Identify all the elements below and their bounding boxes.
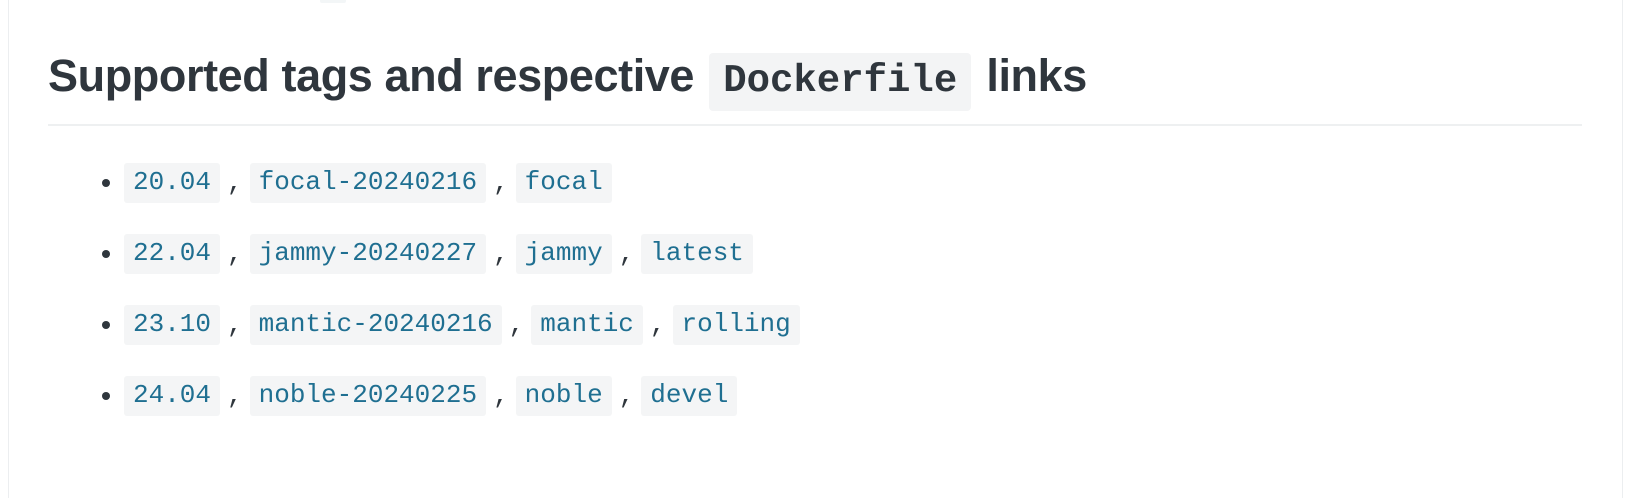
tag-separator: , bbox=[493, 168, 509, 199]
bullet-icon bbox=[102, 392, 110, 401]
tag-link[interactable]: noble bbox=[515, 376, 612, 417]
tag-link[interactable]: noble-20240225 bbox=[249, 376, 487, 417]
tag-link[interactable]: 24.04 bbox=[124, 376, 221, 417]
tag-separator: , bbox=[227, 310, 243, 341]
tag-link[interactable]: rolling bbox=[672, 305, 800, 346]
tag-link[interactable]: focal-20240216 bbox=[249, 163, 487, 204]
heading-text-after-code: links bbox=[986, 50, 1087, 101]
tag-link[interactable]: mantic bbox=[531, 305, 643, 346]
tag-separator: , bbox=[508, 310, 525, 341]
list-item: 20.04 , focal-20240216 , focal bbox=[48, 148, 1582, 219]
page-title: Supported tags and respective Dockerfile… bbox=[48, 49, 1582, 111]
tag-link[interactable]: 23.10 bbox=[124, 305, 221, 346]
heading-text-before-code: Supported tags and respective bbox=[48, 50, 695, 101]
tag-separator: , bbox=[227, 239, 243, 270]
tag-link[interactable]: latest bbox=[641, 234, 753, 275]
tag-separator: , bbox=[227, 381, 243, 412]
clipped-content-above-viewport bbox=[320, 0, 346, 3]
container-right-border bbox=[1622, 0, 1623, 498]
tag-link[interactable]: focal bbox=[515, 163, 612, 204]
list-item: 23.10 , mantic-20240216 , mantic , rolli… bbox=[48, 290, 1582, 361]
tag-link[interactable]: jammy-20240227 bbox=[249, 234, 487, 275]
tag-link[interactable]: jammy bbox=[515, 234, 612, 275]
tag-link[interactable]: mantic-20240216 bbox=[249, 305, 502, 346]
heading-underline-rule bbox=[48, 123, 1582, 126]
heading-block: Supported tags and respective Dockerfile… bbox=[48, 0, 1582, 126]
tag-link[interactable]: devel bbox=[641, 376, 738, 417]
tag-separator: , bbox=[227, 168, 243, 199]
list-item: 22.04 , jammy-20240227 , jammy , latest bbox=[48, 219, 1582, 290]
tag-link[interactable]: 22.04 bbox=[124, 234, 221, 275]
document-content: Supported tags and respective Dockerfile… bbox=[48, 0, 1582, 417]
tag-separator: , bbox=[618, 381, 635, 412]
bullet-icon bbox=[102, 321, 110, 330]
bullet-icon bbox=[102, 250, 110, 259]
container-left-border bbox=[8, 0, 9, 498]
supported-tags-list: 20.04 , focal-20240216 , focal 22.04 , j… bbox=[48, 148, 1582, 432]
tag-separator: , bbox=[493, 381, 509, 412]
tag-separator: , bbox=[649, 310, 666, 341]
tag-separator: , bbox=[493, 239, 509, 270]
tag-separator: , bbox=[618, 239, 635, 270]
bullet-icon bbox=[102, 179, 110, 188]
heading-code-dockerfile: Dockerfile bbox=[709, 53, 972, 111]
list-item: 24.04 , noble-20240225 , noble , devel bbox=[48, 361, 1582, 432]
tag-link[interactable]: 20.04 bbox=[124, 163, 221, 204]
